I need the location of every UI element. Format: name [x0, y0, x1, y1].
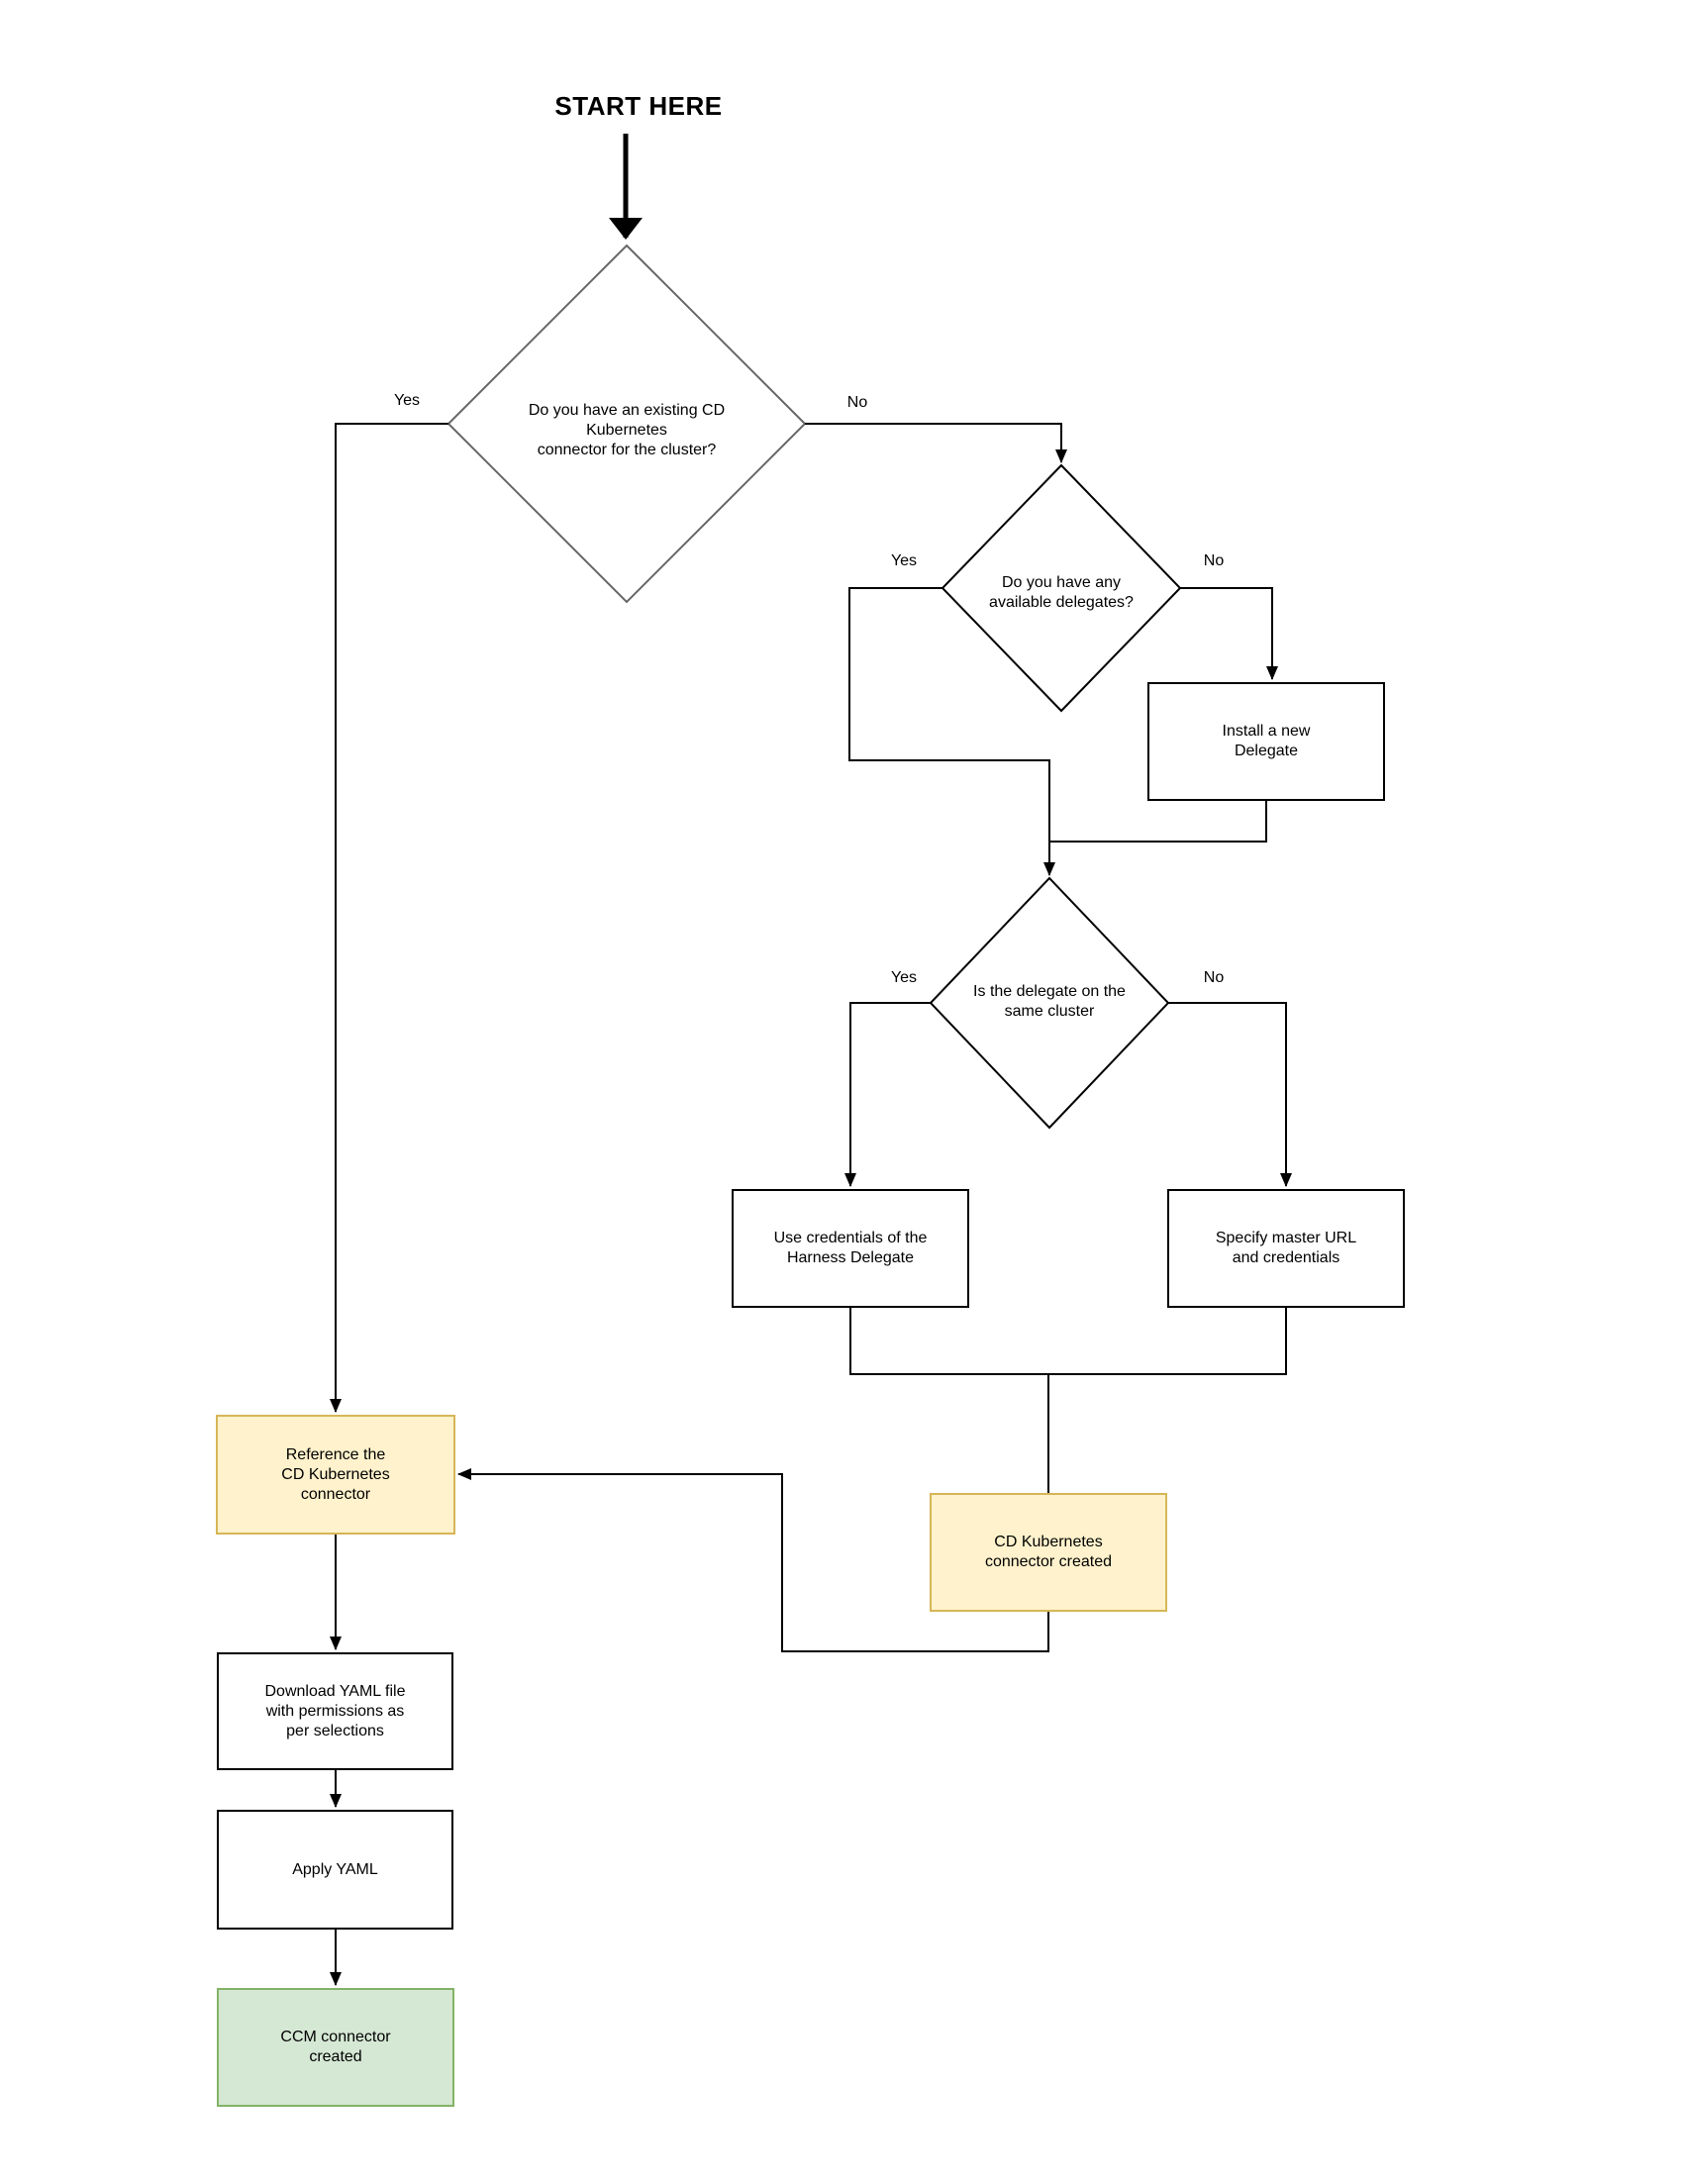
edge-d2-yes — [848, 587, 1055, 876]
decision-existing-connector-shape — [446, 244, 807, 604]
edge-d3-no — [1168, 1002, 1292, 1187]
edge-cdcreated-reference — [457, 1468, 1049, 1652]
start-here-label: START HERE — [554, 91, 723, 121]
decision-available-delegates-shape — [941, 463, 1182, 713]
specify-master-url-box: Specify master URL and credentials — [1167, 1189, 1405, 1308]
edge-results-merge — [849, 1308, 1287, 1375]
apply-yaml-box: Apply YAML — [217, 1810, 453, 1930]
edge-install-merge — [1049, 800, 1267, 843]
edge-d1-no — [805, 423, 1067, 463]
reference-connector-box: Reference the CD Kubernetes connector — [216, 1415, 455, 1535]
decision-same-cluster-text: Is the delegate on the same cluster — [973, 983, 1126, 1020]
decision-existing-connector-text: Do you have an existing CD Kubernetes co… — [528, 402, 726, 458]
d1-yes-label: Yes — [393, 392, 421, 409]
edge-d3-yes — [844, 1002, 931, 1187]
decision-same-cluster-shape — [929, 876, 1170, 1130]
d2-yes-label: Yes — [890, 552, 918, 569]
install-delegate-box: Install a new Delegate — [1147, 682, 1385, 801]
edge-d1-yes — [330, 423, 448, 1413]
d1-no-label: No — [846, 394, 868, 411]
d3-no-label: No — [1203, 969, 1225, 986]
decision-available-delegates-text: Do you have any available delegates? — [989, 574, 1134, 611]
d3-yes-label: Yes — [890, 969, 918, 986]
ccm-connector-created-box: CCM connector created — [217, 1988, 454, 2107]
download-yaml-box: Download YAML file with permissions as p… — [217, 1652, 453, 1770]
cd-connector-created-box: CD Kubernetes connector created — [930, 1493, 1167, 1612]
use-credentials-box: Use credentials of the Harness Delegate — [732, 1189, 969, 1308]
edge-d2-no — [1180, 587, 1278, 680]
d2-no-label: No — [1203, 552, 1225, 569]
